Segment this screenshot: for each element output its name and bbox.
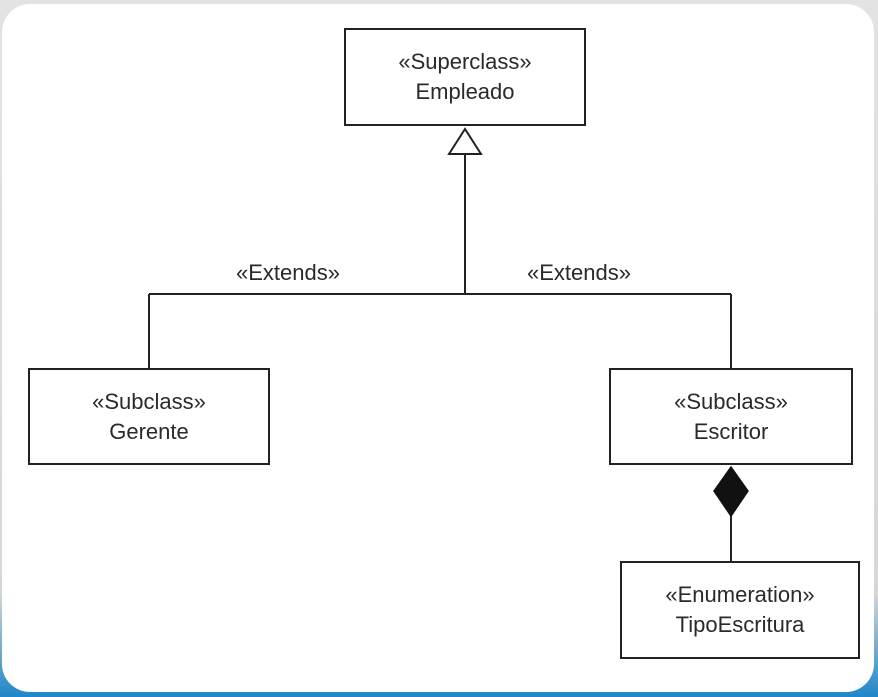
subclass-left-stereotype: «Subclass» (92, 388, 206, 414)
enumeration-name: TipoEscritura (675, 612, 805, 637)
enumeration-stereotype: «Enumeration» (665, 582, 815, 608)
composition-diamond-icon (713, 465, 749, 518)
connectors (148, 127, 749, 561)
superclass-box-empleado[interactable]: «Superclass» Empleado (344, 28, 586, 126)
extends-label-left: «Extends» (236, 260, 340, 285)
subclass-right-stereotype: «Subclass» (674, 388, 788, 414)
extends-label-right: «Extends» (527, 260, 631, 285)
subclass-box-gerente[interactable]: «Subclass» Gerente (28, 368, 270, 465)
generalization-arrow-icon (447, 127, 483, 155)
subclass-right-name: Escritor (693, 418, 769, 444)
enumeration-box-tipoescritura[interactable]: «Enumeration» TipoEscritura (620, 561, 860, 659)
subclass-left-name: Gerente (109, 418, 189, 444)
superclass-stereotype: «Superclass» (398, 49, 532, 75)
subclass-box-escritor[interactable]: «Subclass» Escritor (609, 368, 853, 465)
superclass-name: Empleado (415, 79, 515, 104)
diagram-canvas: «Superclass» Empleado «Extends» «Extends… (2, 4, 874, 692)
